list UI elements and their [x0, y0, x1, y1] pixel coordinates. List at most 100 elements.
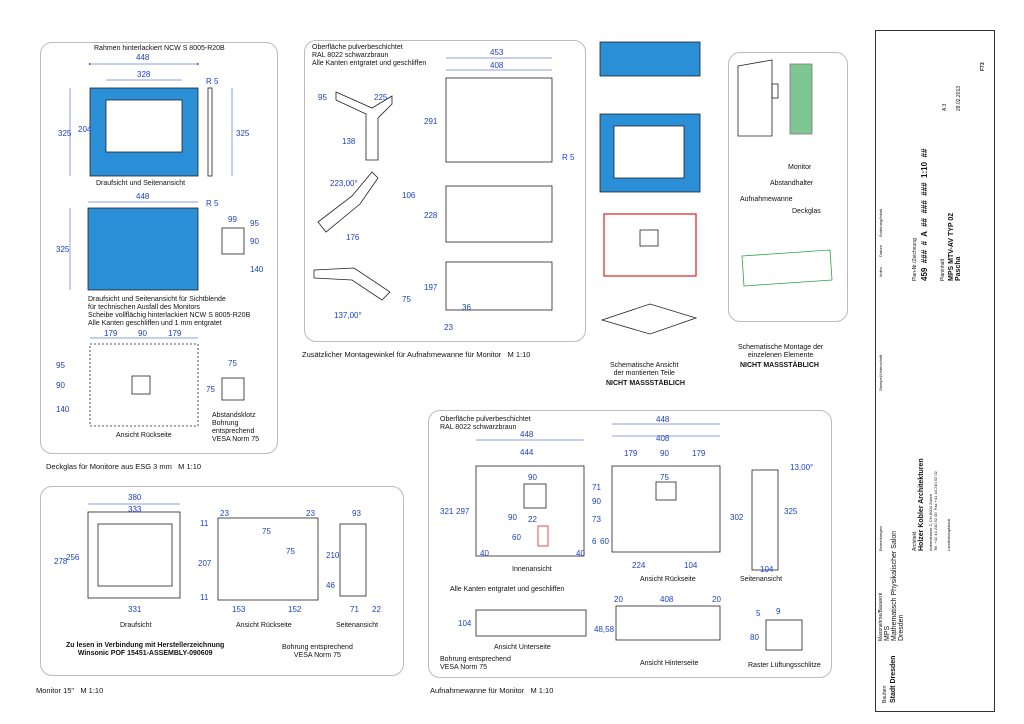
- svg-text:225: 225: [374, 93, 388, 102]
- monitor-rueckseite: Ansicht Rückseite: [236, 622, 292, 629]
- svg-text:179: 179: [104, 329, 118, 338]
- svg-text:36: 36: [462, 303, 471, 312]
- schema-abstand: Abstandhalter: [770, 180, 814, 187]
- svg-text:9: 9: [776, 607, 781, 616]
- svg-text:23: 23: [306, 509, 315, 518]
- svg-text:20: 20: [614, 595, 623, 604]
- deckglas-caption: Deckglas für Monitore aus ESG 3 mm M 1:1…: [46, 462, 202, 471]
- schema-monitor: Monitor: [788, 164, 812, 171]
- svg-text:325: 325: [58, 129, 72, 138]
- svg-text:46: 46: [326, 581, 335, 590]
- tb-index: Index: [878, 267, 883, 277]
- svg-text:408: 408: [656, 434, 670, 443]
- tb-massn: MPS Mathematisch Physikalischer Salon Dr…: [884, 530, 905, 641]
- svg-text:224: 224: [632, 561, 646, 570]
- deckglas-title: Rahmen hinterlackiert NCW S 8005-R20B: [94, 45, 225, 52]
- svg-text:6: 6: [592, 537, 597, 546]
- wanne-raster: Raster Lüftungsschlitze: [748, 662, 821, 669]
- svg-text:408: 408: [490, 61, 504, 70]
- schema-nm2: NICHT MASSSTÄBLICH: [740, 362, 819, 369]
- winkel-note: Oberfläche pulverbeschichtet RAL 8022 sc…: [312, 44, 427, 67]
- svg-text:90: 90: [660, 449, 669, 458]
- svg-text:152: 152: [288, 605, 302, 614]
- svg-text:106: 106: [402, 191, 416, 200]
- svg-text:207: 207: [198, 559, 212, 568]
- svg-text:R 5: R 5: [206, 199, 219, 208]
- tb-rev: F73: [980, 62, 986, 71]
- svg-text:20: 20: [712, 595, 721, 604]
- monitor-seite: Seitenansicht: [336, 622, 379, 629]
- svg-text:90: 90: [528, 473, 537, 482]
- title-block: Bauherr Stadt Dresden Massnahme/Bauwerk …: [875, 30, 995, 712]
- tb-plannr-label: Plan-Nr./Zeichnung: [912, 238, 918, 281]
- svg-text:71: 71: [350, 605, 359, 614]
- panel-wanne: [428, 410, 832, 678]
- svg-text:75: 75: [402, 295, 411, 304]
- svg-text:297: 297: [456, 507, 470, 516]
- tb-architekt-addr: Ankerstrasse 3, CH-8004 Zürich Tel. +41 …: [928, 471, 938, 551]
- tb-architekt: Holzer Kobler Architekturen: [918, 458, 925, 551]
- svg-text:104: 104: [760, 565, 774, 574]
- schema-nm1: NICHT MASSSTÄBLICH: [606, 380, 685, 387]
- wanne-hinter: Ansicht Hinterseite: [640, 660, 699, 667]
- svg-text:5: 5: [756, 609, 761, 618]
- svg-text:140: 140: [250, 265, 264, 274]
- svg-text:138: 138: [342, 137, 356, 146]
- svg-text:137,00°: 137,00°: [334, 311, 362, 320]
- svg-text:448: 448: [136, 192, 150, 201]
- svg-text:80: 80: [750, 633, 759, 642]
- svg-text:179: 179: [692, 449, 706, 458]
- svg-text:444: 444: [520, 448, 534, 457]
- svg-text:13,00°: 13,00°: [790, 463, 813, 472]
- svg-text:23: 23: [444, 323, 453, 332]
- svg-text:90: 90: [250, 237, 259, 246]
- svg-text:75: 75: [206, 385, 215, 394]
- svg-text:60: 60: [512, 533, 521, 542]
- svg-text:93: 93: [352, 509, 361, 518]
- deckglas-back: Ansicht Rückseite: [116, 432, 172, 439]
- monitor-ref: Zu lesen in Verbindung mit Herstellerzei…: [66, 642, 225, 657]
- svg-text:380: 380: [128, 493, 142, 502]
- svg-text:448: 448: [520, 430, 534, 439]
- monitor-draufsicht: Draufsicht: [120, 622, 152, 629]
- svg-text:99: 99: [228, 215, 237, 224]
- wanne-bohrung: Bohrung entsprechend VESA Norm 75: [440, 656, 511, 671]
- svg-text:90: 90: [508, 513, 517, 522]
- svg-text:179: 179: [168, 329, 182, 338]
- monitor-caption: Monitor 15" M 1:10: [36, 686, 104, 695]
- svg-text:22: 22: [372, 605, 381, 614]
- svg-text:278: 278: [54, 557, 68, 566]
- svg-text:333: 333: [128, 505, 142, 514]
- deckglas-view1: Draufsicht und Seitenansicht: [96, 180, 186, 187]
- schema-deckglas: Deckglas: [792, 208, 821, 215]
- tb-landes: Landeshauptstadt: [946, 519, 951, 551]
- wanne-rueck: Ansicht Rückseite: [640, 576, 696, 583]
- svg-text:75: 75: [228, 359, 237, 368]
- svg-text:197: 197: [424, 283, 438, 292]
- deckglas-klotz: Abstandsklotz Bohrung entsprechend VESA …: [212, 412, 260, 443]
- schema-caption2: Schematische Montage der einzelenen Elem…: [738, 344, 824, 359]
- wanne-note: Oberfläche pulverbeschichtet RAL 8022 sc…: [440, 416, 531, 431]
- wanne-innen: Innenansicht: [512, 566, 552, 573]
- svg-text:95: 95: [56, 361, 65, 370]
- svg-text:104: 104: [458, 619, 472, 628]
- tb-datum: 28.02.2013: [956, 85, 962, 111]
- sichtblende-blue: [87, 207, 199, 291]
- dim-448: 448: [136, 53, 150, 62]
- svg-text:60: 60: [600, 537, 609, 546]
- svg-text:325: 325: [784, 507, 798, 516]
- svg-text:95: 95: [318, 93, 327, 102]
- wanne-seite: Seitenansicht: [740, 576, 783, 583]
- svg-text:408: 408: [660, 595, 674, 604]
- svg-text:40: 40: [576, 549, 585, 558]
- svg-text:291: 291: [424, 117, 438, 126]
- svg-text:75: 75: [286, 547, 295, 556]
- tb-planinhalt-label: Planinhalt: [940, 259, 946, 281]
- svg-text:328: 328: [137, 70, 151, 79]
- svg-text:223,00°: 223,00°: [330, 179, 358, 188]
- svg-text:453: 453: [490, 48, 504, 57]
- panel-schema-montage: [728, 52, 848, 322]
- tb-planinhalt: MPS MTV-AV TYP 02 Pascha: [948, 212, 962, 281]
